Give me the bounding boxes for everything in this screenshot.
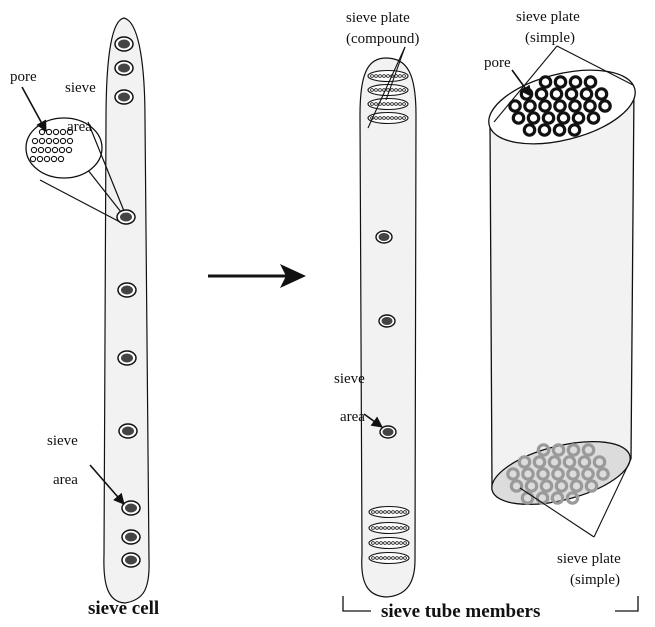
sieve-area-label-top-word1: sieve (65, 80, 96, 96)
caption-sieve-tube-members: sieve tube members (381, 601, 540, 622)
compound-plate (368, 99, 408, 110)
caption-bracket-left (343, 596, 371, 611)
sieve-area-label-bottom-word2: area (53, 472, 78, 488)
compound-plate (369, 538, 409, 549)
sieve-area (122, 501, 140, 515)
pore (30, 156, 35, 161)
sieve-area-label-bottom-word1: sieve (47, 433, 78, 449)
compound-plate (369, 507, 409, 518)
sieve-area (379, 315, 395, 327)
pore (45, 147, 50, 152)
sieve-area (118, 283, 136, 297)
pore (44, 156, 49, 161)
pore (32, 138, 37, 143)
pore (46, 138, 51, 143)
sieve-plate-simple-top-label-line2: (simple) (525, 30, 575, 46)
compound-plate (369, 553, 409, 564)
caption-bracket-right (615, 596, 638, 611)
pore (52, 147, 57, 152)
sieve-plate-simple-bottom-label-line2: (simple) (570, 572, 620, 588)
compound-plate (369, 523, 409, 534)
pore (37, 156, 42, 161)
pore (59, 147, 64, 152)
pore (39, 129, 44, 134)
sieve-area-label-mid-word1: sieve (334, 371, 365, 387)
sieve-area (376, 231, 392, 243)
sieve-plate-compound-label-line2: (compound) (346, 31, 419, 47)
pore (60, 129, 65, 134)
pore (66, 147, 71, 152)
pore-label-left: pore (10, 69, 37, 85)
pore (38, 147, 43, 152)
sieve-area (380, 426, 396, 438)
pore-pointer-arrow (22, 87, 46, 131)
pore (60, 138, 65, 143)
pore (39, 138, 44, 143)
sieve-plate-compound-label-line1: sieve plate (346, 10, 410, 26)
sieve-cell-body (104, 18, 149, 603)
sieve-plate-simple-bottom-label-line1: sieve plate (557, 551, 621, 567)
sieve-area (122, 530, 140, 544)
pore (67, 138, 72, 143)
sieve-area (122, 553, 140, 567)
pore (51, 156, 56, 161)
sieve-area (115, 37, 133, 51)
pore (46, 129, 51, 134)
pore (31, 147, 36, 152)
sieve-area-label-mid-word2: area (340, 409, 365, 425)
sieve-area (119, 424, 137, 438)
pore (53, 138, 58, 143)
pore-label-right: pore (484, 55, 511, 71)
pore (58, 156, 63, 161)
pore (53, 129, 58, 134)
sieve-area-label-top-word2: area (67, 119, 92, 135)
sieve-area (118, 351, 136, 365)
caption-sieve-cell: sieve cell (88, 598, 159, 619)
compound-plate (368, 71, 408, 82)
sieve-area (115, 90, 133, 104)
sieve-plate-simple-top-label-line1: sieve plate (516, 9, 580, 25)
sieve-area (115, 61, 133, 75)
